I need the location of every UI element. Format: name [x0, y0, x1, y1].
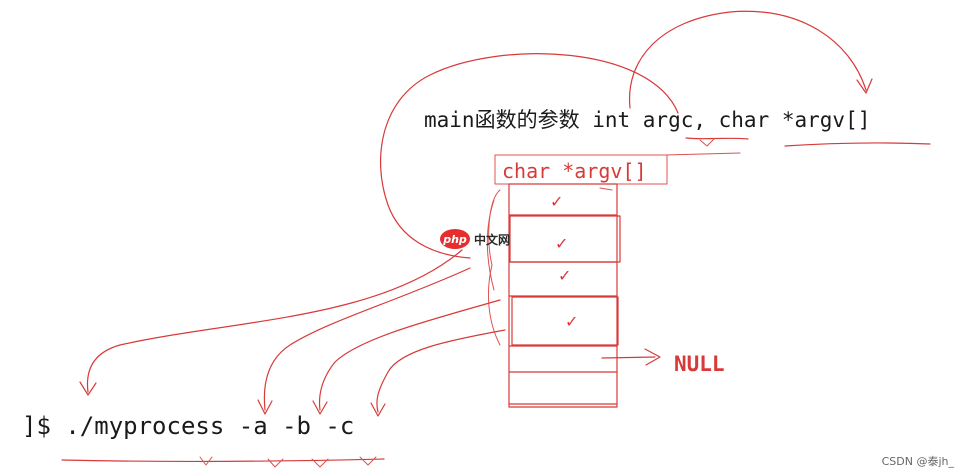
check-mark: ✓	[558, 266, 571, 285]
command-underline	[61, 458, 385, 462]
watermark-text: 中文网	[474, 232, 511, 247]
arg0-arrowhead	[79, 381, 97, 396]
underline-tick	[199, 456, 213, 466]
check-mark: ✓	[550, 192, 563, 211]
null-arrow	[601, 356, 656, 359]
argc-loop-arrow	[379, 53, 679, 259]
underline-tick	[359, 456, 377, 466]
arg0-arrow	[86, 249, 463, 393]
argc-underline	[685, 137, 749, 140]
array-top-scribble	[599, 187, 613, 191]
arg1-arrowhead	[257, 399, 273, 415]
argv-cell-highlight-2	[511, 296, 619, 346]
argc-to-argv-arrow	[628, 10, 867, 109]
array-label: char *argv[]	[502, 159, 647, 183]
null-arrowhead	[644, 348, 661, 366]
watermark: php 中文网	[440, 229, 510, 249]
arg3-arrow	[376, 329, 506, 413]
author-credit: CSDN @泰jh_	[881, 455, 954, 468]
underline-tick	[267, 458, 284, 468]
array-brace-inner	[486, 199, 495, 291]
argc-to-array-connector	[664, 152, 741, 156]
null-label: NULL	[674, 352, 725, 376]
arg3-arrowhead	[370, 402, 386, 417]
argc-scribble	[699, 138, 715, 147]
check-mark: ✓	[565, 312, 578, 331]
main-params-heading: main函数的参数 int argc, char *argv[]	[424, 108, 870, 132]
check-mark: ✓	[555, 234, 568, 253]
argv-underline	[784, 142, 931, 147]
arg1-arrow	[263, 267, 471, 411]
underline-tick	[311, 458, 329, 468]
arg2-arrow	[318, 299, 501, 411]
php-logo-icon: php	[440, 229, 470, 249]
arg2-arrowhead	[312, 400, 328, 415]
argv-arrowhead	[856, 78, 873, 94]
command-line: ]$ ./myprocess -a -b -c	[22, 412, 354, 440]
